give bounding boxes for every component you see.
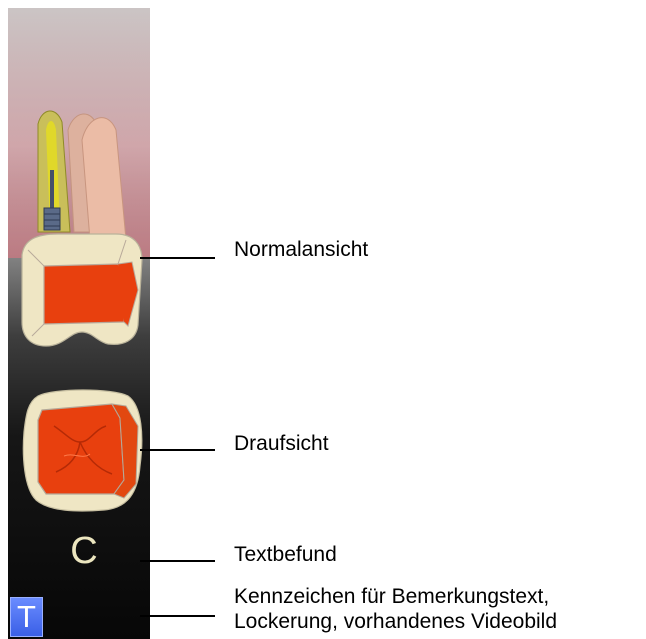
- filling-top: [38, 404, 124, 494]
- leader-line-top: [140, 449, 215, 451]
- root-front: [82, 118, 126, 240]
- tooth-top-view: [20, 386, 146, 514]
- label-top-view: Draufsicht: [234, 432, 329, 456]
- label-normal-view: Normalansicht: [234, 238, 368, 262]
- leader-line-normal: [140, 257, 215, 259]
- text-finding-code: C: [64, 532, 104, 570]
- label-marker-line2: Lockerung, vorhandenes Videobild: [234, 610, 557, 634]
- filling: [44, 264, 128, 324]
- tooth-normal-view: [8, 100, 150, 360]
- marker-badge[interactable]: T: [10, 597, 43, 637]
- leader-line-marker: [140, 615, 215, 617]
- label-marker-line1: Kennzeichen für Bemerkungstext,: [234, 585, 549, 609]
- label-text-finding: Textbefund: [234, 543, 337, 567]
- post-thread: [44, 208, 60, 230]
- leader-line-text-finding: [140, 560, 215, 562]
